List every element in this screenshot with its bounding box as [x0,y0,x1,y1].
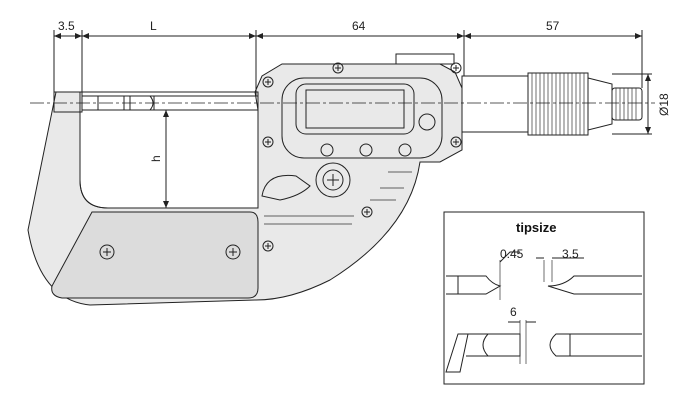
dim-anvil-width: 3.5 [58,19,75,33]
tip-guides [499,260,553,300]
screw-icon [361,206,373,218]
screw-icon [262,136,274,148]
function-button-1[interactable] [320,143,334,157]
display-housing [281,77,443,159]
screw-icon [262,76,274,88]
frame-slots [264,171,412,225]
tip-detail-title: tipsize [516,220,556,235]
dim-blade-width: 3.5 [562,247,579,261]
display-top-tab [395,53,455,65]
screw-icon [450,136,462,148]
spindle-lock [97,95,154,111]
ratchet[interactable] [611,87,643,121]
mode-button[interactable] [418,113,436,131]
frame-throat [79,91,259,209]
dim-thimble-diameter: Ø18 [657,93,671,116]
grip-plate [51,211,259,299]
sleeve [461,75,529,133]
dim-thimble-length: 57 [546,19,560,33]
dim-throat-depth: h [149,155,163,162]
screw-icon [99,244,115,260]
dim-round-tip: 6 [510,305,517,319]
screw-icon [332,62,344,74]
thimble-taper [587,77,613,131]
round-tip-right [549,333,642,357]
flat-tip-right [547,275,642,295]
knurl-lines [531,73,585,135]
lock-knob[interactable] [315,162,351,198]
screw-icon [262,240,274,252]
dim-frame-to-display: 64 [352,19,366,33]
tip-detail-box [443,211,645,385]
lock-lever[interactable] [261,174,311,201]
screw-icon [225,244,241,260]
screw-icon [450,62,462,74]
dim-flat-tip: 0.45 [500,247,524,261]
thimble-knurl[interactable] [527,72,589,136]
display-bezel [295,83,415,135]
dim-range: L [150,19,157,33]
lcd-display [305,89,405,129]
function-button-3[interactable] [398,143,412,157]
function-button-2[interactable] [359,143,373,157]
